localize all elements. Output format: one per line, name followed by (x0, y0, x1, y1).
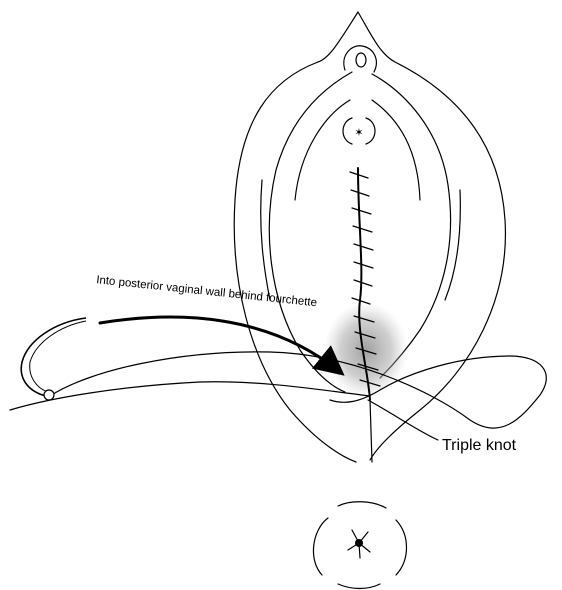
inner-labia-right-inner (372, 100, 420, 200)
direction-arrow (100, 317, 340, 372)
thread-down (370, 400, 372, 462)
anal-ring-right (396, 520, 407, 575)
anal-ring-bottom (338, 584, 380, 589)
clitoral-hood (344, 46, 377, 72)
suture-thread (50, 352, 546, 428)
anal-ring-top (338, 502, 386, 508)
anal-ring-left (313, 518, 328, 575)
urethral-ring-right (366, 118, 375, 144)
arrow-label: Into posterior vaginal wall behind fourc… (96, 274, 318, 309)
suture-thread-lower (10, 382, 370, 410)
urethral-ring-left (343, 118, 352, 144)
needle-eye (44, 390, 54, 400)
urethral-opening-icon: ✶ (354, 127, 363, 139)
thread-to-knot (368, 400, 438, 440)
clitoris (356, 53, 366, 67)
knot-label: Triple knot (442, 437, 517, 454)
curved-needle-icon (21, 318, 86, 396)
inner-labia-left-lower (261, 180, 270, 300)
inner-labia-left-inner (295, 100, 350, 200)
fourchette-shading (324, 302, 408, 398)
inner-labia-right-lower (445, 190, 460, 300)
anus-folds (348, 530, 370, 558)
